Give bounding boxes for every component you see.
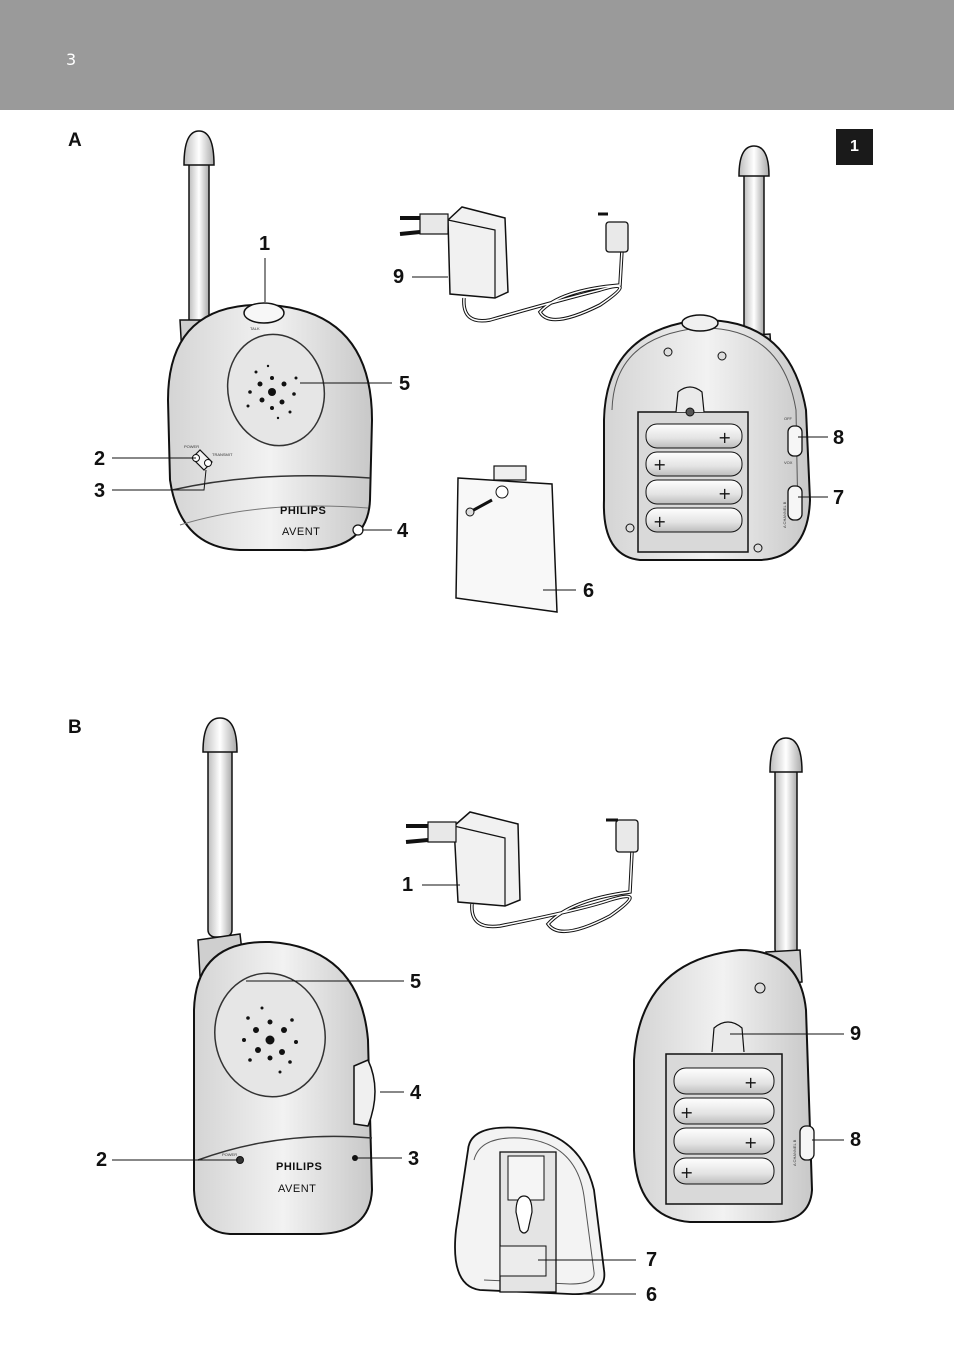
page-number: 3 <box>66 50 77 69</box>
callout-b-7: 7 <box>646 1249 657 1271</box>
callout-b-2: 2 <box>96 1149 107 1171</box>
svg-text:+: + <box>718 484 731 503</box>
figure-a-letter: A <box>68 130 82 151</box>
svg-text:+: + <box>680 1103 693 1122</box>
power-adapter-a <box>399 206 629 323</box>
speaker-grille-b <box>214 972 326 1098</box>
callout-a-1: 1 <box>259 233 270 255</box>
svg-text:+: + <box>653 455 666 474</box>
power-label: POWER <box>184 444 199 449</box>
svg-text:+: + <box>680 1163 693 1182</box>
volume-knob <box>353 1059 376 1127</box>
callout-b-9: 9 <box>850 1023 861 1045</box>
baby-unit-back: + + + + A CHANNEL B <box>633 737 815 1223</box>
talk-label: TALK <box>250 326 260 331</box>
brand-philips-b: PHILIPS <box>276 1161 322 1173</box>
channel-label-b: A CHANNEL B <box>792 1139 797 1166</box>
speaker-grille <box>226 333 326 447</box>
callout-b-1: 1 <box>402 874 413 896</box>
batteries: + + + + <box>645 423 743 533</box>
baby-unit-front: POWER PHILIPS AVENT <box>193 717 376 1235</box>
callout-numbers-a: 1 2 3 4 5 6 7 8 9 <box>94 233 844 602</box>
channel-switch-b <box>799 1125 815 1161</box>
svg-text:+: + <box>744 1073 757 1092</box>
chapter-tab: 1 <box>836 129 873 165</box>
batteries-b: + + + + <box>673 1067 775 1185</box>
callout-a-6: 6 <box>583 580 594 602</box>
svg-text:+: + <box>744 1133 757 1152</box>
callout-a-2: 2 <box>94 448 105 470</box>
callout-b-8: 8 <box>850 1129 861 1151</box>
brand-avent: AVENT <box>282 526 320 538</box>
talk-button <box>243 302 285 324</box>
transmit-label: TRANSMIT <box>212 452 233 457</box>
callout-lines-a <box>112 258 828 591</box>
callout-numbers-b: 1 2 3 4 5 6 7 8 9 <box>96 874 861 1306</box>
callout-a-9: 9 <box>393 266 404 288</box>
brand-avent-b: AVENT <box>278 1183 316 1195</box>
vox-switch <box>787 425 803 457</box>
callout-a-8: 8 <box>833 427 844 449</box>
callout-b-4: 4 <box>410 1082 422 1104</box>
callout-b-5: 5 <box>410 971 421 993</box>
power-adapter-b <box>405 811 639 934</box>
figure-b-letter: B <box>68 717 82 738</box>
light-indicator <box>352 524 364 536</box>
parent-unit-front: TALK POWER TRANSMIT PHILIPS AVENT <box>166 130 374 552</box>
svg-text:+: + <box>653 512 666 531</box>
channel-switch <box>787 485 803 521</box>
parent-unit-back: + + + + OFF VOX A CHANNEL B <box>602 145 812 561</box>
power-label-b: POWER <box>222 1152 237 1157</box>
callout-a-7: 7 <box>833 487 844 509</box>
brand-philips: PHILIPS <box>280 505 326 517</box>
callout-a-5: 5 <box>399 373 410 395</box>
callout-lines-b <box>112 884 844 1295</box>
antenna-shaft <box>188 159 210 326</box>
battery-cover <box>455 465 558 613</box>
callout-a-3: 3 <box>94 480 105 502</box>
page-header: 3 <box>0 0 954 110</box>
callout-a-4: 4 <box>397 520 409 542</box>
antenna-tip <box>183 130 215 166</box>
callout-b-6: 6 <box>646 1284 657 1306</box>
callout-b-3: 3 <box>408 1148 419 1170</box>
off-label: OFF <box>784 416 793 421</box>
channel-label: A CHANNEL B <box>782 501 787 528</box>
belt-clip <box>454 1126 606 1295</box>
vox-label: VOX <box>784 460 793 465</box>
svg-text:+: + <box>718 428 731 447</box>
